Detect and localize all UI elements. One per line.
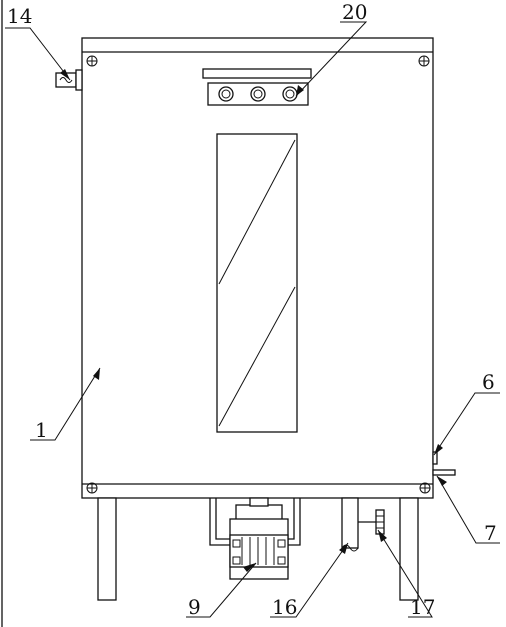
corner-screw-top-right	[418, 55, 430, 67]
corner-screw-bottom-left	[86, 482, 98, 494]
side-outlet-valve	[432, 451, 456, 476]
label-6: 6	[482, 370, 495, 394]
motor-assembly	[209, 497, 301, 580]
corner-screw-top-left	[86, 55, 98, 67]
leader-arrowheads	[60, 69, 447, 572]
label-7: 7	[484, 521, 497, 545]
label-17: 17	[410, 595, 435, 619]
label-20: 20	[342, 0, 367, 24]
viewing-window	[216, 133, 298, 433]
leg-right	[399, 497, 419, 601]
label-16: 16	[272, 595, 297, 619]
label-14: 14	[7, 4, 32, 28]
control-panel	[202, 68, 312, 106]
leg-left	[97, 497, 117, 601]
label-9: 9	[188, 595, 201, 619]
leader-lines	[5, 21, 500, 618]
valve-handwheel	[358, 509, 385, 535]
label-1: 1	[35, 418, 48, 442]
drain-pipe	[341, 497, 359, 552]
corner-screw-bottom-right	[419, 482, 431, 494]
inlet-pipe	[55, 69, 83, 91]
